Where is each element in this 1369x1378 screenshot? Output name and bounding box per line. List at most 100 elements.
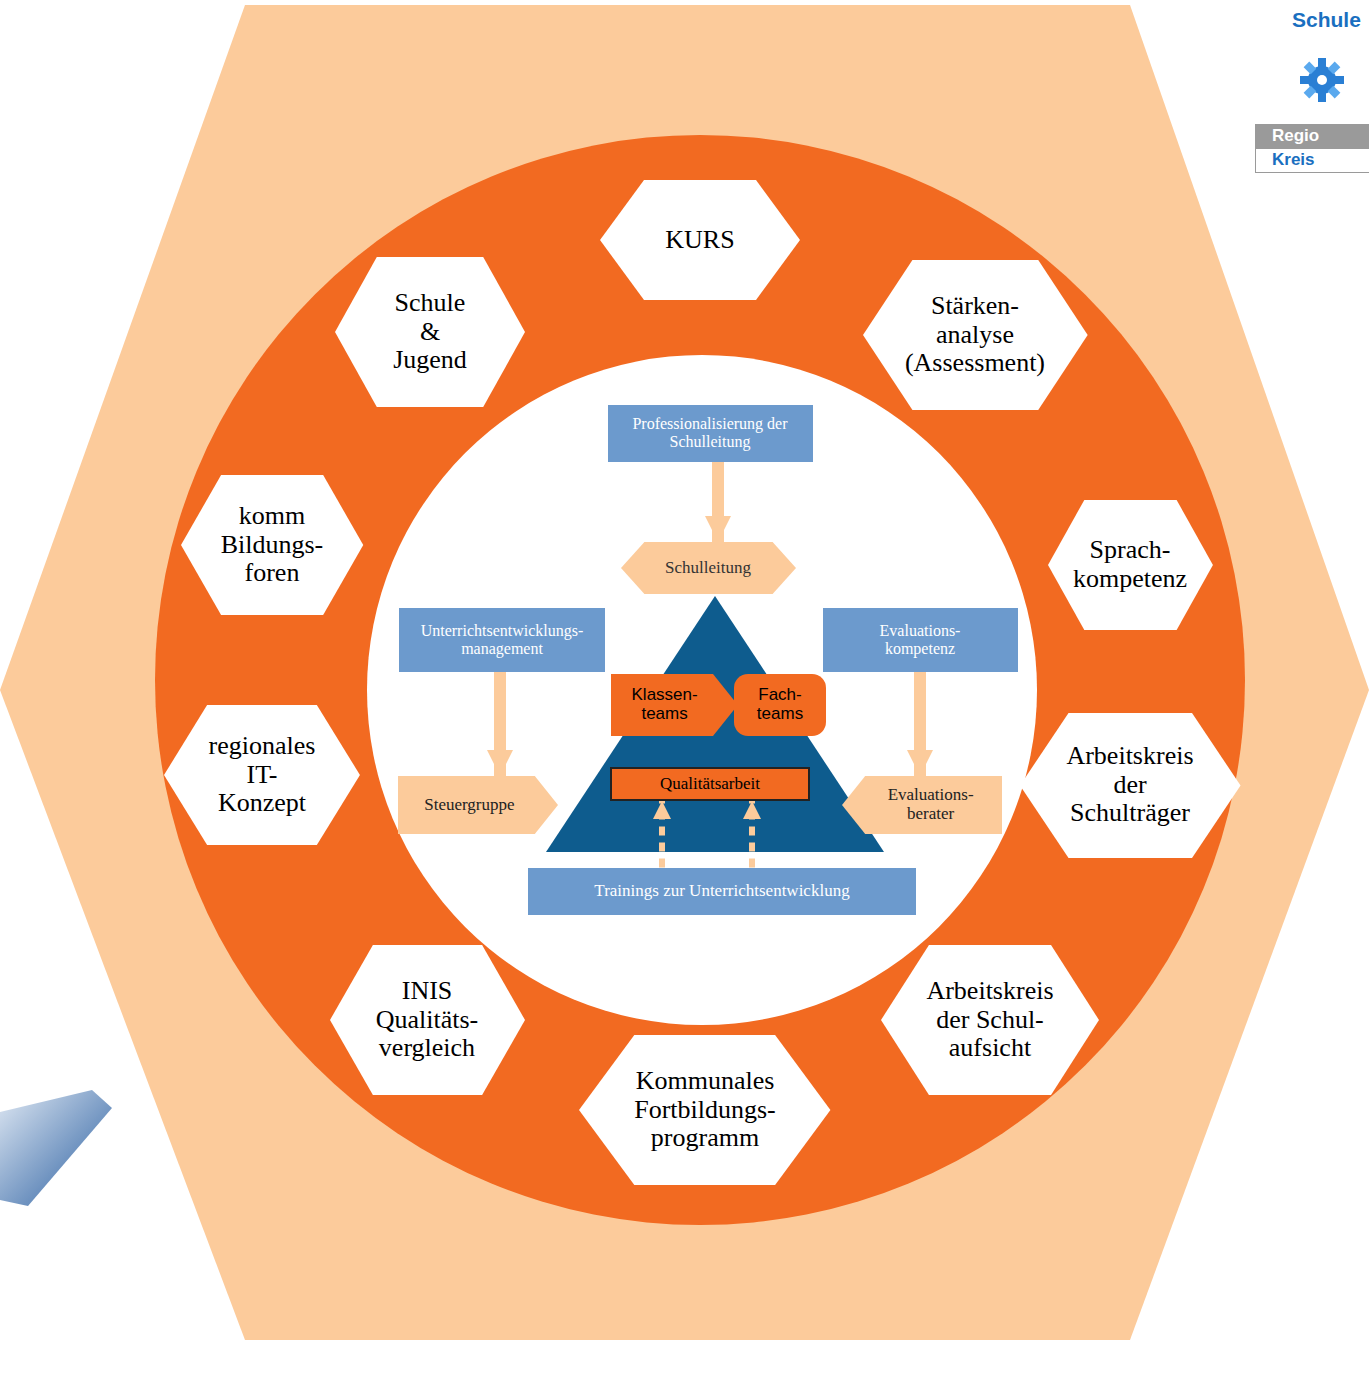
role-arrow-shape: Evaluations- berater — [842, 776, 1002, 834]
gear-tooth — [1304, 86, 1317, 99]
node-text: Schulleitung — [665, 559, 751, 578]
gear-tooth — [1318, 58, 1326, 68]
node-content: Kommunales Fortbildungs- programm — [579, 1035, 830, 1185]
qualification-box: Trainings zur Unterrichtsentwicklung — [528, 868, 916, 915]
node-text: Evaluations- kompetenz — [855, 622, 985, 657]
shape-fill — [398, 776, 558, 834]
node-content: Professionalisierung der Schulleitung — [608, 405, 813, 462]
program-hexagon: Kommunales Fortbildungs- programm — [579, 1035, 830, 1185]
qualification-box: Professionalisierung der Schulleitung — [608, 405, 813, 462]
shape-fill — [528, 868, 916, 915]
node-text: Steuergruppe — [424, 796, 514, 815]
gear-tooth — [1328, 86, 1341, 99]
flow-arrow — [659, 801, 665, 868]
program-hexagon: komm Bildungs- foren — [181, 475, 363, 615]
logo-title: Schule — [1292, 8, 1361, 32]
program-hexagon: Schule & Jugend — [335, 257, 525, 407]
orange-ring — [155, 135, 1245, 1225]
node-text: Fach- teams — [750, 686, 810, 723]
logo-white-bar — [1256, 149, 1369, 173]
role-hexagon: Schulleitung — [621, 542, 796, 594]
shape-fill — [611, 768, 809, 800]
gear-tooth — [1328, 62, 1341, 75]
shape-fill — [842, 776, 1002, 834]
logo-grey-bar — [1255, 124, 1369, 148]
shape-fill — [608, 405, 813, 462]
node-text: Klassen- teams — [625, 686, 705, 723]
node-text: Schule & Jugend — [388, 289, 473, 375]
shape-fill — [611, 674, 738, 736]
shape-fill — [164, 705, 360, 845]
node-text: regionales IT- Konzept — [199, 732, 324, 818]
shape-fill — [1048, 500, 1213, 630]
node-text: KURS — [665, 226, 734, 255]
node-text: komm Bildungs- foren — [214, 502, 329, 588]
flow-arrow — [712, 462, 724, 543]
shape-fill — [823, 608, 1018, 672]
shape-fill — [1020, 713, 1241, 858]
node-text: Arbeitskreis der Schulträger — [1057, 742, 1202, 828]
node-content: Arbeitskreis der Schul- aufsicht — [881, 945, 1099, 1095]
qualification-box: Evaluations- kompetenz — [823, 608, 1018, 672]
gear-tooth — [1318, 92, 1326, 102]
node-text: Evaluations- berater — [876, 786, 986, 823]
node-text: Stärken- analyse (Assessment) — [900, 292, 1050, 378]
node-text: INIS Qualitäts- vergleich — [367, 977, 487, 1063]
node-content: Fach- teams — [734, 674, 826, 736]
node-content: Arbeitskreis der Schulträger — [1020, 713, 1241, 858]
logo-district-text: Kreis — [1272, 150, 1315, 170]
inner-circle — [367, 355, 1037, 1025]
program-hexagon: regionales IT- Konzept — [164, 705, 360, 845]
shape-fill — [181, 475, 363, 615]
gear-tooth — [1334, 76, 1344, 84]
node-content: Evaluations- berater — [842, 776, 1002, 834]
program-hexagon: Arbeitskreis der Schul- aufsicht — [881, 945, 1099, 1095]
node-content: Stärken- analyse (Assessment) — [863, 260, 1088, 410]
shape-fill — [734, 674, 826, 736]
program-hexagon: Sprach- kompetenz — [1048, 500, 1213, 630]
node-content: KURS — [600, 180, 800, 300]
shape-fill — [621, 542, 796, 594]
shape-fill — [600, 180, 800, 300]
node-content: Klassen- teams — [611, 674, 738, 736]
node-content: INIS Qualitäts- vergleich — [330, 945, 525, 1095]
node-content: Schule & Jugend — [335, 257, 525, 407]
shape-fill — [399, 608, 605, 672]
node-content: Trainings zur Unterrichtsentwicklung — [528, 868, 916, 915]
program-hexagon: Arbeitskreis der Schulträger — [1020, 713, 1241, 858]
node-content: regionales IT- Konzept — [164, 705, 360, 845]
shape-fill — [863, 260, 1088, 410]
node-text: Unterrichtsentwicklungs- management — [407, 622, 597, 657]
quality-box: Qualitätsarbeit — [610, 767, 810, 801]
gear-tooth — [1300, 76, 1310, 84]
program-hexagon: Stärken- analyse (Assessment) — [863, 260, 1088, 410]
shape-fill — [881, 945, 1099, 1095]
node-content: Qualitätsarbeit — [610, 767, 810, 801]
node-text: Sprach- kompetenz — [1072, 536, 1187, 593]
program-hexagon: KURS — [600, 180, 800, 300]
gear-tooth — [1304, 62, 1317, 75]
program-hexagon: INIS Qualitäts- vergleich — [330, 945, 525, 1095]
node-content: Sprach- kompetenz — [1048, 500, 1213, 630]
node-content: Steuergruppe — [398, 776, 558, 834]
node-text: Professionalisierung der Schulleitung — [630, 415, 790, 450]
role-arrow-shape: Steuergruppe — [398, 776, 558, 834]
gear-logo — [1300, 58, 1344, 102]
node-text: Kommunales Fortbildungs- programm — [620, 1067, 790, 1153]
shape-fill — [579, 1035, 830, 1185]
logo-region-text: Regio — [1272, 126, 1319, 146]
node-content: Unterrichtsentwicklungs- management — [399, 608, 605, 672]
node-text: Trainings zur Unterrichtsentwicklung — [594, 882, 849, 901]
flow-arrow — [749, 801, 755, 868]
image-fragment — [0, 1090, 112, 1206]
node-content: Schulleitung — [621, 542, 796, 594]
flow-arrow — [914, 672, 926, 776]
outer-hexagon — [0, 5, 1369, 1340]
shape-fill — [335, 257, 525, 407]
gear-hole — [1317, 75, 1327, 85]
shape-fill — [330, 945, 525, 1095]
flow-arrow — [494, 672, 506, 776]
team-arrow-shape: Klassen- teams — [611, 674, 738, 736]
node-content: Evaluations- kompetenz — [823, 608, 1018, 672]
